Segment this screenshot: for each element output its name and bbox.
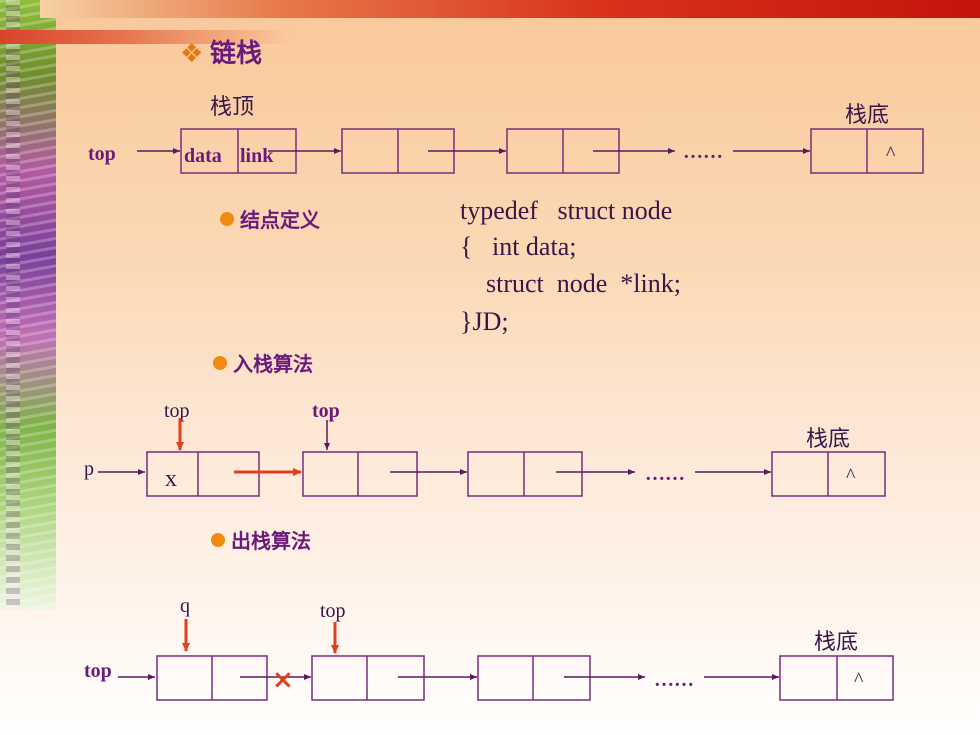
decorative-side-strip bbox=[0, 0, 56, 610]
diagram-structure: 栈顶 栈底 top data link …… ^ bbox=[88, 95, 924, 174]
bullet-dot bbox=[213, 356, 227, 370]
page-title: 链栈 bbox=[210, 38, 262, 69]
node-definition-label: 结点定义 bbox=[240, 208, 320, 232]
stack-bottom-label: 栈底 bbox=[845, 103, 889, 128]
node-box bbox=[477, 655, 591, 701]
top-pointer-label: top bbox=[88, 143, 116, 165]
stack-top-label: 栈顶 bbox=[210, 95, 254, 120]
decorative-title-bar bbox=[0, 30, 290, 44]
code-line: typedef struct node bbox=[460, 196, 672, 225]
decorative-top-bar bbox=[40, 0, 980, 18]
title-bullet-icon: ❖ bbox=[180, 39, 203, 69]
null-mark: ^ bbox=[886, 143, 896, 165]
code-line: struct node *link; bbox=[460, 269, 681, 298]
ellipsis: …… bbox=[683, 141, 723, 163]
stack-bottom-label: 栈底 bbox=[814, 630, 858, 655]
node-box bbox=[311, 655, 425, 701]
bullet-dot bbox=[220, 212, 234, 226]
node-box bbox=[467, 451, 583, 497]
field-data-label: data bbox=[184, 145, 222, 167]
p-pointer-label: p bbox=[84, 458, 94, 480]
q-label: q bbox=[180, 595, 190, 617]
top-label-old: top bbox=[164, 400, 190, 422]
push-label: 入栈算法 bbox=[233, 352, 313, 376]
top-label-new: top bbox=[320, 600, 346, 622]
node-value: x bbox=[165, 466, 177, 492]
code-line: { int data; bbox=[460, 232, 576, 261]
top-pointer-label: top bbox=[84, 660, 112, 682]
ellipsis: …… bbox=[654, 669, 694, 691]
code-line: }JD; bbox=[460, 307, 509, 336]
ellipsis: …… bbox=[645, 463, 685, 485]
stack-bottom-label: 栈底 bbox=[806, 427, 850, 452]
node-box bbox=[302, 451, 418, 497]
node-box bbox=[146, 451, 260, 497]
field-link-label: link bbox=[240, 145, 274, 167]
null-mark: ^ bbox=[846, 465, 856, 487]
null-mark: ^ bbox=[854, 669, 864, 691]
diagram-push: top top 栈底 p x …… ^ bbox=[84, 400, 886, 497]
cut-mark: × bbox=[272, 665, 294, 695]
pop-label: 出栈算法 bbox=[231, 529, 311, 553]
bullet-dot bbox=[211, 533, 225, 547]
code-block: typedef struct node { int data; struct n… bbox=[460, 196, 681, 336]
diagram-pop: q top 栈底 top × …… ^ bbox=[84, 595, 894, 701]
top-label-new: top bbox=[312, 400, 340, 422]
